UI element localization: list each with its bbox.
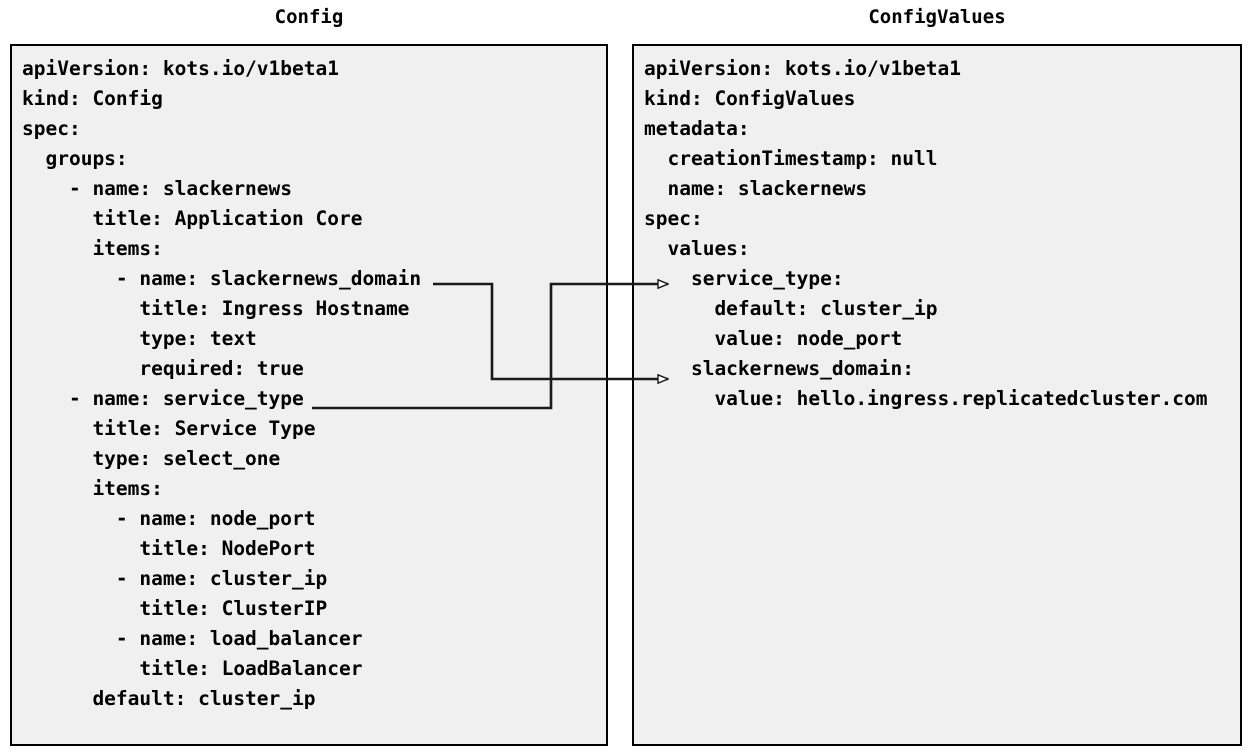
- config-yaml-panel: apiVersion: kots.io/v1beta1 kind: Config…: [10, 44, 608, 746]
- configvalues-yaml-text: apiVersion: kots.io/v1beta1 kind: Config…: [644, 57, 1208, 410]
- config-panel-title: Config: [274, 6, 344, 28]
- configvalues-yaml-panel: apiVersion: kots.io/v1beta1 kind: Config…: [632, 44, 1242, 746]
- configvalues-panel-title: ConfigValues: [868, 6, 1006, 28]
- config-yaml-text: apiVersion: kots.io/v1beta1 kind: Config…: [22, 57, 422, 710]
